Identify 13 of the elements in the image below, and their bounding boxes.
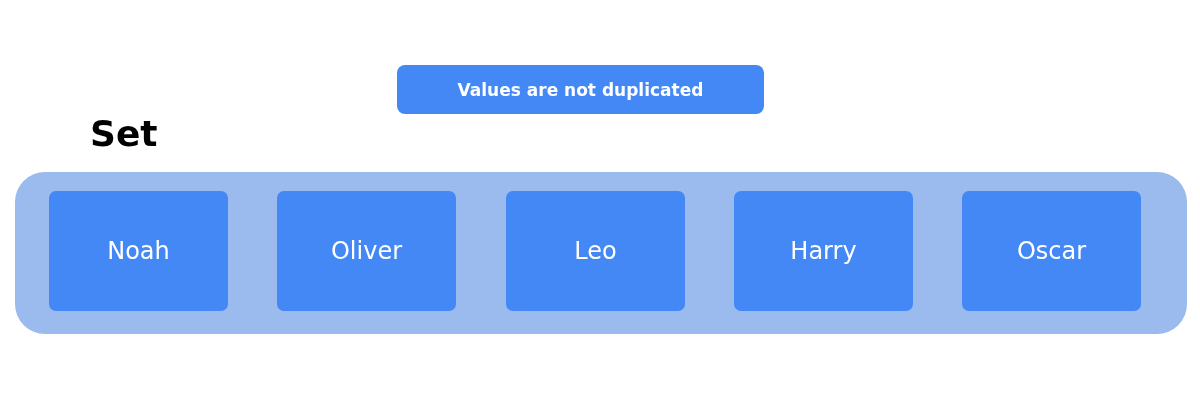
value-box xyxy=(277,191,456,311)
value-text: Harry xyxy=(790,237,857,265)
note-box xyxy=(397,65,764,114)
value-box xyxy=(49,191,228,311)
value-box xyxy=(734,191,913,311)
set-heading: Set xyxy=(90,116,158,152)
value-box xyxy=(506,191,685,311)
note-text: Values are not duplicated xyxy=(457,79,704,100)
value-box xyxy=(962,191,1141,311)
value-text: Oliver xyxy=(330,237,403,265)
value-text: Oscar xyxy=(1016,237,1087,265)
value-text: Leo xyxy=(574,237,617,265)
value-text: Noah xyxy=(107,237,170,265)
